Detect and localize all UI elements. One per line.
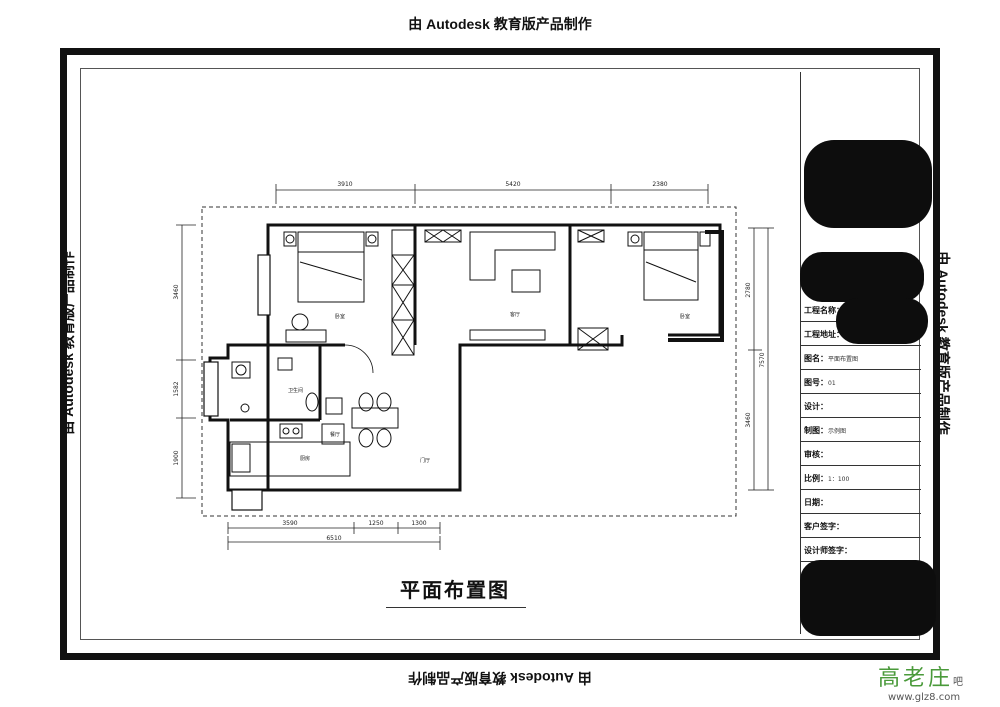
chair (291, 313, 309, 331)
title-block: 工程名称： 工程地址： 图名：平面布置图 图号：01 设计： 制图：示例图 审核… (800, 72, 921, 634)
redaction-mark (836, 298, 928, 344)
wardrobe-2 (424, 229, 605, 243)
title-row-scale: 比例：1：100 (801, 468, 921, 490)
room-label-bedroom-2: 卧室 (680, 313, 690, 320)
title-label: 制图： (804, 426, 828, 435)
redaction-mark (800, 252, 924, 302)
bed-bedroom-2 (627, 231, 711, 301)
dim-left-1: 3460 (173, 284, 180, 299)
title-label: 工程名称： (804, 306, 844, 315)
balcony-bottom (231, 489, 263, 511)
dim-bottom-2: 1250 (368, 520, 383, 527)
title-row-drawing-name: 图名：平面布置图 (801, 348, 921, 370)
dim-top-1: 3910 (337, 181, 352, 188)
dimension-line-bottom (227, 522, 441, 550)
site-logo-text: 高老庄 (878, 666, 954, 691)
dim-top-3: 2380 (652, 181, 667, 188)
dimension-line-left (176, 224, 196, 499)
title-label: 设计师签字： (804, 546, 852, 555)
title-row-drawing-number: 图号：01 (801, 372, 921, 394)
dimension-labels-top: 3910 5420 2380 (337, 181, 667, 188)
bed-bedroom-1 (283, 231, 379, 303)
dim-top-2: 5420 (505, 181, 520, 188)
title-label: 图名： (804, 354, 828, 363)
door-arc (344, 344, 374, 374)
dining-set (351, 392, 399, 448)
balcony-right (668, 230, 724, 342)
wall-top (266, 223, 722, 345)
site-logo: 高老庄吧 www.glz8.com (878, 660, 998, 704)
wardrobe-1 (391, 229, 415, 356)
drawing-sheet-inner-border (80, 68, 920, 640)
dim-right-3: 3460 (745, 412, 752, 427)
window-left-top (257, 254, 271, 316)
dim-right-1: 2780 (745, 282, 752, 297)
room-label-entry: 门厅 (420, 457, 430, 464)
title-label: 比例： (804, 474, 828, 483)
plan-title-underline (386, 607, 526, 608)
dim-left-2: 1582 (173, 381, 180, 396)
dimension-line-top (275, 184, 709, 204)
wall-right-bottom (266, 335, 624, 492)
windows (203, 230, 724, 511)
dim-bottom-1: 3590 (282, 520, 297, 527)
room-label-living: 客厅 (510, 311, 520, 318)
dim-right-2: 7570 (759, 352, 766, 367)
dim-bottom-total: 6510 (326, 535, 341, 542)
title-label: 客户签字： (804, 522, 844, 531)
wall-left-lower (208, 343, 268, 492)
dim-left-3: 1900 (173, 450, 180, 465)
title-label: 设计： (804, 402, 828, 411)
watermark-top: 由 Autodesk 教育版产品制作 (408, 16, 592, 32)
kitchen-counter (229, 423, 351, 477)
title-row-designer-signature: 设计师签字： (801, 540, 921, 562)
title-row-drafting: 制图：示例图 (801, 420, 921, 442)
title-row-date: 日期： (801, 492, 921, 514)
title-label: 工程地址： (804, 330, 844, 339)
bathroom-fixtures (231, 357, 343, 415)
room-label-bedroom-1: 卧室 (335, 313, 345, 320)
title-row-design: 设计： (801, 396, 921, 418)
title-row-client-signature: 客户签字： (801, 516, 921, 538)
plan-title: 平面布置图 (400, 578, 510, 602)
redaction-mark (800, 560, 936, 636)
dimension-line-right (748, 227, 774, 491)
dimension-labels-left: 3460 1582 1900 (173, 284, 180, 465)
dimension-labels-right: 2780 7570 3460 (745, 282, 766, 427)
dim-bottom-3: 1300 (411, 520, 426, 527)
window-left-bottom (203, 361, 219, 417)
site-logo-url: www.glz8.com (888, 692, 961, 703)
site-logo-suffix: 吧 (953, 677, 964, 688)
title-label: 日期： (804, 498, 828, 507)
room-label-bathroom: 卫生间 (288, 387, 303, 394)
room-label-dining: 餐厅 (330, 431, 340, 438)
redaction-mark (804, 140, 932, 228)
plan-boundary (201, 206, 737, 517)
title-label: 图号： (804, 378, 828, 387)
tv-cabinet (577, 327, 609, 351)
title-label: 审核： (804, 450, 828, 459)
title-row-review: 审核： (801, 444, 921, 466)
walls (208, 223, 722, 492)
room-labels: 卧室 客厅 卧室 卫生间 厨房 餐厅 门厅 (288, 311, 690, 464)
title-row-project-address: 工程地址： (801, 324, 921, 346)
desk (285, 329, 327, 343)
dimension-labels-bottom: 3590 1250 1300 6510 (282, 520, 426, 542)
room-label-kitchen: 厨房 (300, 455, 310, 462)
sofa (469, 231, 556, 341)
drawing-sheet-border (60, 48, 940, 660)
